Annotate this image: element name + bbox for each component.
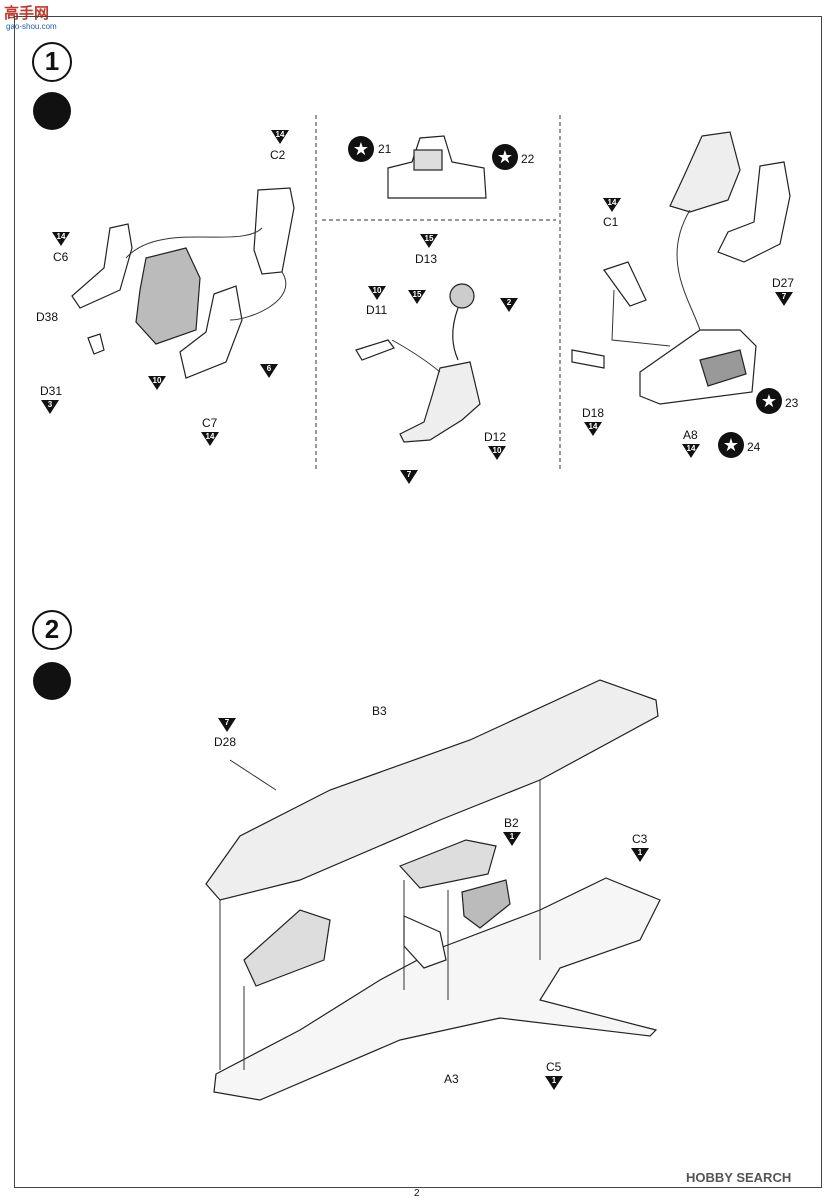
pilot-figure bbox=[355, 283, 481, 443]
seat-subassembly bbox=[243, 909, 331, 987]
step-2-number: 2 bbox=[32, 610, 72, 650]
pilot-seated bbox=[669, 131, 741, 213]
instrument-panel bbox=[387, 135, 487, 199]
part-label: C1 bbox=[603, 215, 619, 229]
leader-c1 bbox=[611, 289, 671, 347]
color-badge: 10 bbox=[148, 376, 166, 390]
part-d18-shape bbox=[571, 349, 605, 369]
part-c3-shape bbox=[461, 879, 511, 929]
part-c1-shape bbox=[603, 261, 647, 307]
color-badge: 14 bbox=[603, 198, 621, 212]
color-badge: 7 bbox=[400, 470, 418, 484]
decal-number: 23 bbox=[785, 396, 799, 410]
decal-star-icon: ★ bbox=[756, 388, 782, 414]
watermark-url: gao-shou.com bbox=[6, 22, 57, 31]
part-label: D27 bbox=[772, 276, 795, 290]
part-label: D28 bbox=[214, 735, 237, 749]
part-b2-shape bbox=[398, 839, 497, 889]
part-label: A3 bbox=[444, 1072, 459, 1086]
decal-star-icon: ★ bbox=[718, 432, 744, 458]
fuselage-drawing bbox=[205, 679, 661, 1101]
part-label: D12 bbox=[484, 430, 507, 444]
part-a8-shape bbox=[639, 329, 757, 405]
tub-floor bbox=[699, 349, 747, 387]
part-label: C6 bbox=[53, 250, 69, 264]
decal-star-icon: ★ bbox=[492, 144, 518, 170]
color-badge: 14 bbox=[584, 422, 602, 436]
step-1-number: 1 bbox=[32, 42, 72, 82]
color-badge: 1 bbox=[631, 848, 649, 862]
part-label: B2 bbox=[504, 816, 519, 830]
part-d31-shape bbox=[87, 333, 105, 355]
paint-pen-icon bbox=[33, 92, 71, 130]
color-badge: 14 bbox=[52, 232, 70, 246]
part-label: D31 bbox=[40, 384, 63, 398]
leader-arm bbox=[391, 339, 441, 373]
decal-number: 21 bbox=[378, 142, 392, 156]
part-label: C2 bbox=[270, 148, 286, 162]
part-label: D11 bbox=[366, 303, 388, 317]
pilot-hose bbox=[452, 307, 459, 361]
panel-gauges bbox=[413, 149, 443, 171]
watermark-brand: HOBBY SEARCH bbox=[686, 1170, 792, 1185]
color-badge: 7 bbox=[218, 718, 236, 732]
part-label: D18 bbox=[582, 406, 605, 420]
color-badge: 15 bbox=[420, 234, 438, 248]
part-label: C7 bbox=[202, 416, 218, 430]
color-badge: 14 bbox=[682, 444, 700, 458]
color-badge: 10 bbox=[368, 286, 386, 300]
color-badge: 3 bbox=[41, 400, 59, 414]
upper-fuselage bbox=[205, 679, 659, 901]
cockpit-tub bbox=[571, 131, 791, 405]
watermark-logo: 高手网 bbox=[4, 5, 50, 22]
part-label: B3 bbox=[372, 704, 387, 718]
part-c5-shape bbox=[403, 915, 447, 969]
pilot-helmet bbox=[449, 283, 475, 309]
page-number: 2 bbox=[414, 1188, 420, 1199]
part-c6-shape bbox=[71, 223, 133, 309]
color-badge: 10 bbox=[488, 446, 506, 460]
part-label: C3 bbox=[632, 832, 648, 846]
seat-assembly bbox=[717, 161, 791, 263]
part-label: D13 bbox=[415, 252, 438, 266]
pilot-body bbox=[399, 361, 481, 443]
part-label: A8 bbox=[683, 428, 698, 442]
color-badge: 14 bbox=[201, 432, 219, 446]
color-badge: 7 bbox=[775, 292, 793, 306]
color-badge: 1 bbox=[503, 832, 521, 846]
leader-c6 bbox=[125, 227, 263, 259]
part-seat-shape bbox=[135, 247, 201, 345]
decal-number: 22 bbox=[521, 152, 535, 166]
part-label: C5 bbox=[546, 1060, 562, 1074]
decal-number: 24 bbox=[747, 440, 761, 454]
part-c2-shape bbox=[253, 187, 295, 275]
leader-c2 bbox=[229, 271, 287, 321]
seat-parts bbox=[71, 187, 295, 379]
part-label: D38 bbox=[36, 310, 59, 324]
color-badge: 14 bbox=[271, 130, 289, 144]
lower-fuselage bbox=[213, 877, 661, 1101]
pilot-arm bbox=[355, 339, 395, 361]
color-badge: 2 bbox=[500, 298, 518, 312]
color-badge: 15 bbox=[408, 290, 426, 304]
step2-leaders bbox=[219, 759, 541, 1070]
part-c7-shape bbox=[179, 285, 243, 379]
color-badge: 6 bbox=[260, 364, 278, 378]
color-badge: 1 bbox=[545, 1076, 563, 1090]
page-frame bbox=[14, 16, 822, 1188]
paint-pen-icon bbox=[33, 662, 71, 700]
leader-pilot bbox=[676, 209, 701, 331]
decal-star-icon: ★ bbox=[348, 136, 374, 162]
